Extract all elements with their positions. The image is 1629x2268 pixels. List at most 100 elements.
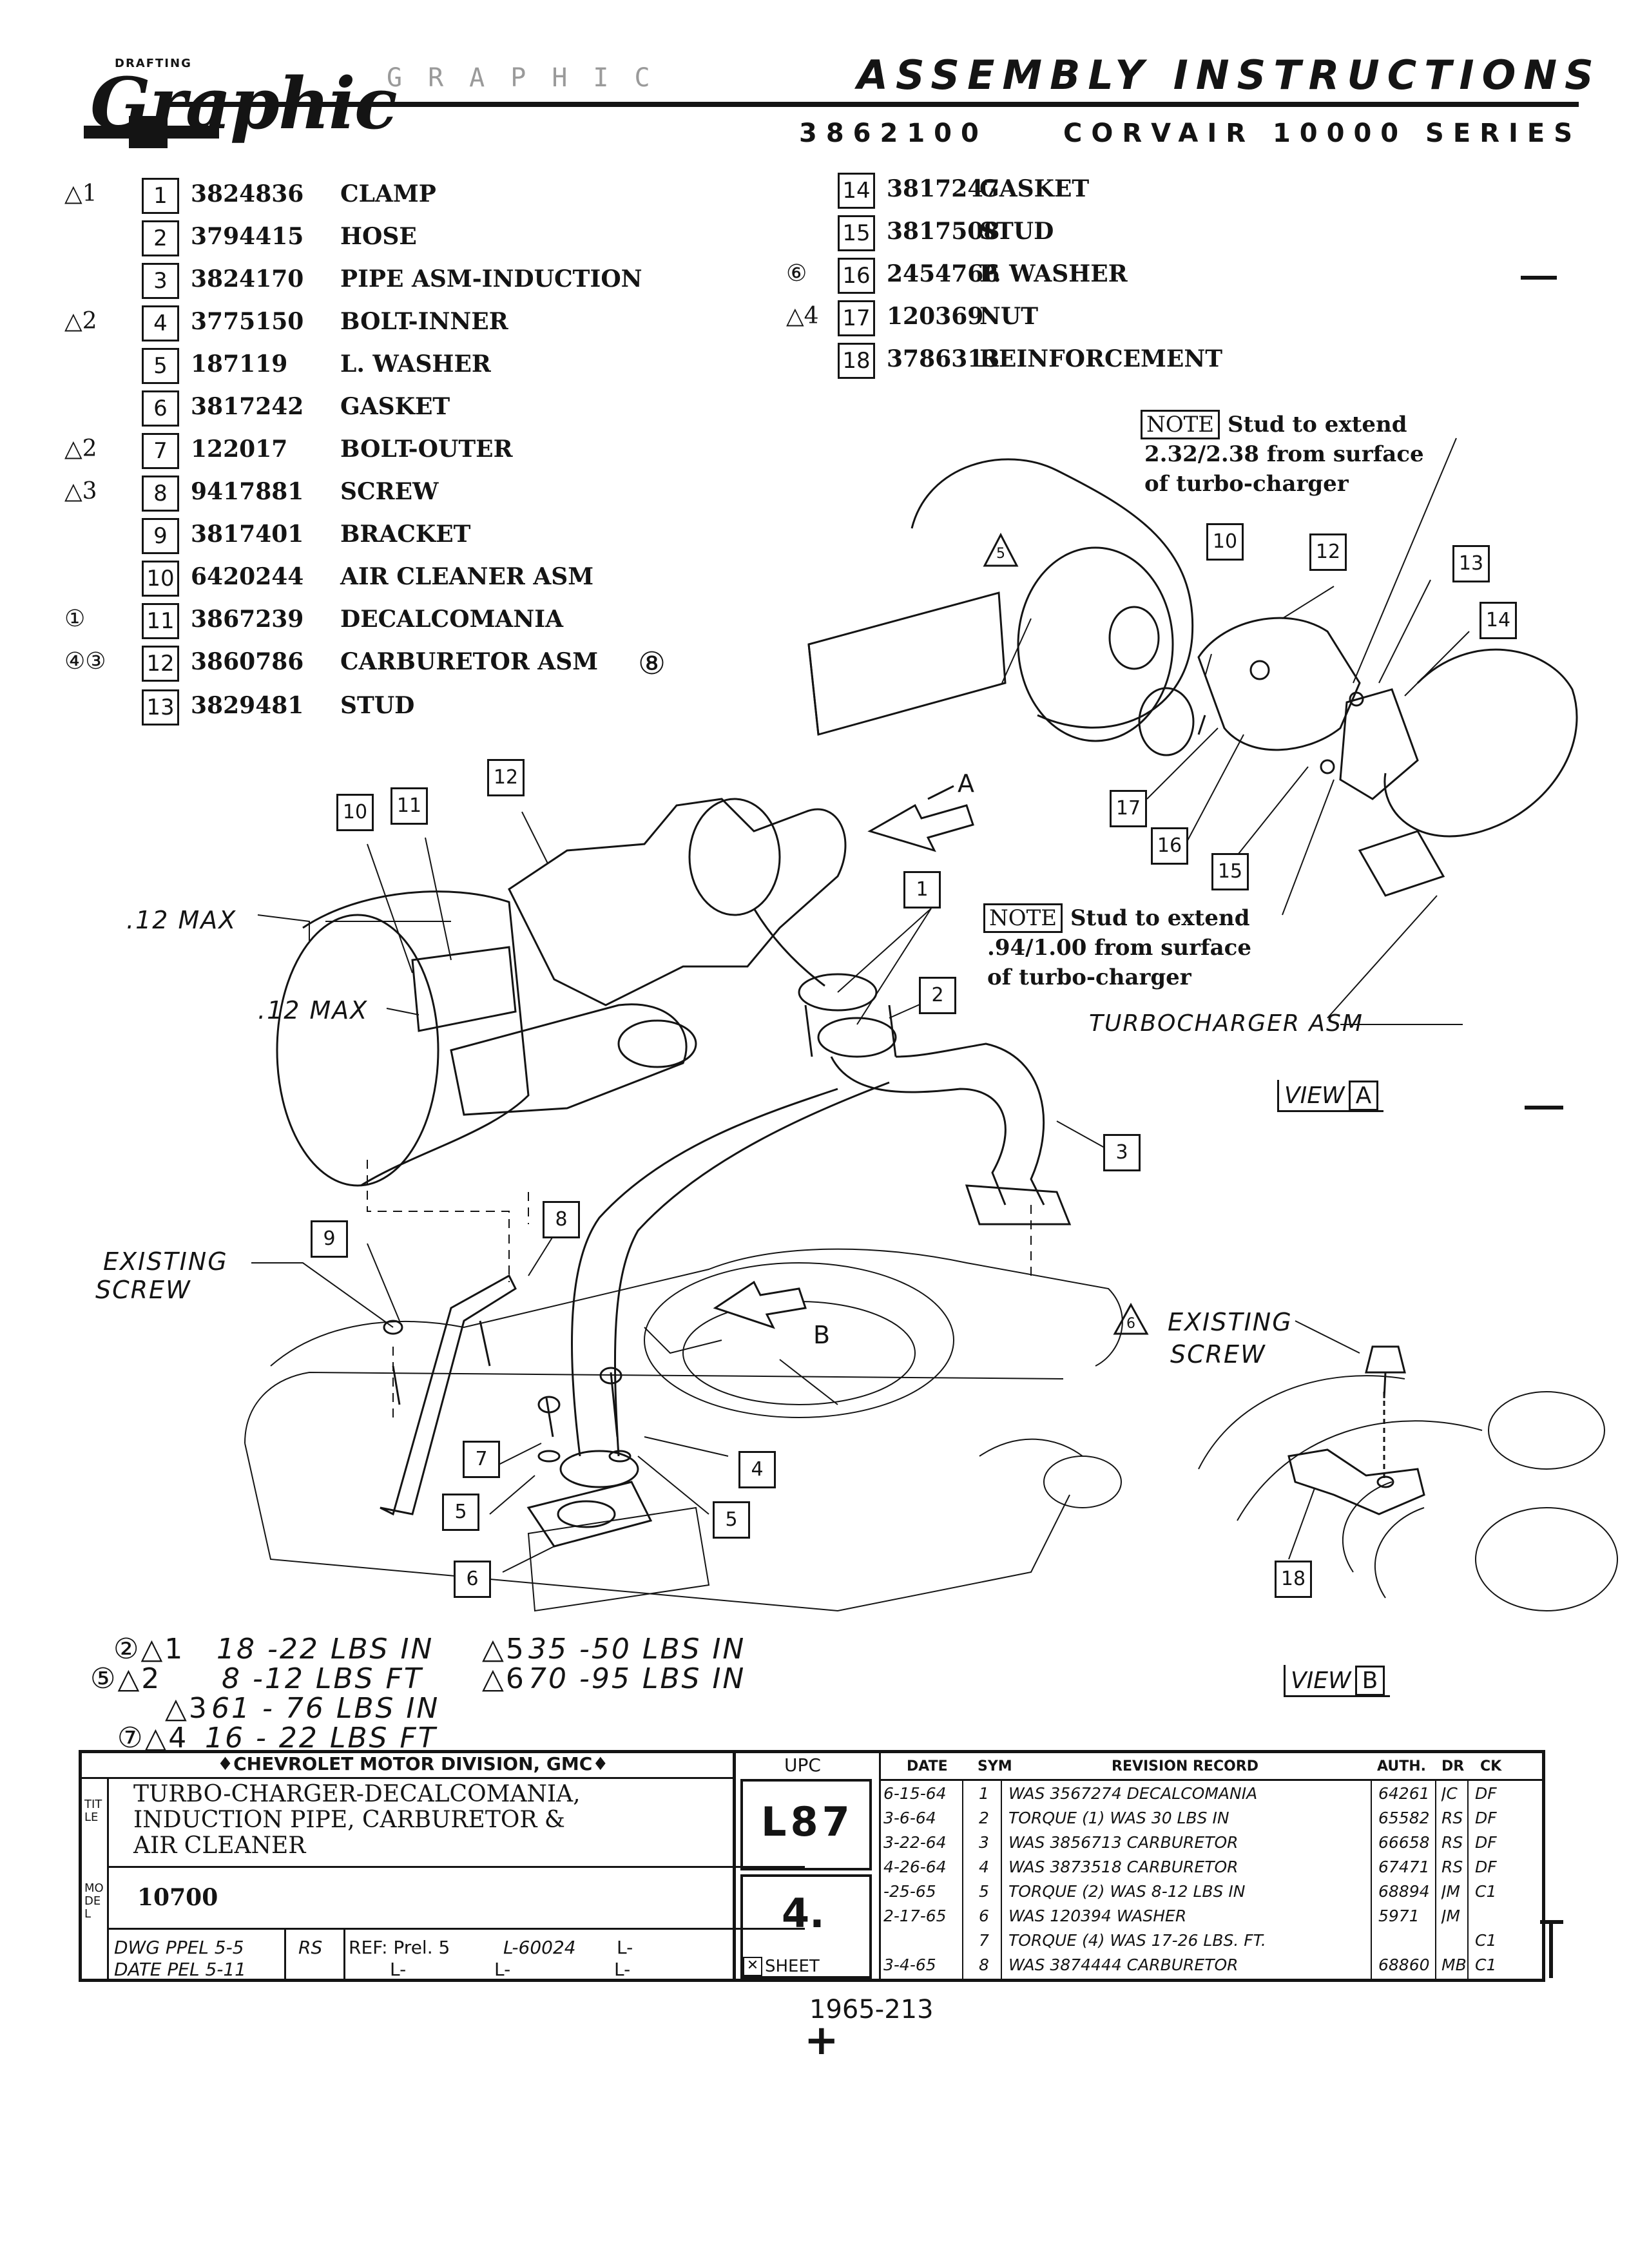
ref-l3: L-	[390, 1959, 407, 1980]
induction-pipe	[559, 1043, 1072, 1488]
rev-auth: 66658	[1378, 1833, 1430, 1852]
title-line1: TURBO-CHARGER-DECALCOMANIA,	[133, 1781, 581, 1807]
note-label: NOTE	[983, 903, 1063, 933]
callout-13-upper: 13	[1452, 545, 1490, 582]
row-num: 18	[838, 343, 875, 379]
carburetor-turbo-center	[508, 798, 897, 1058]
rev-dr: JC	[1441, 1784, 1458, 1803]
row-num: 3	[142, 263, 179, 299]
callout-3-main: 3	[1103, 1134, 1141, 1171]
ref-l5: L-	[614, 1959, 631, 1980]
existing-screw-right-2: SCREW	[1170, 1340, 1266, 1369]
note-label: NOTE	[1141, 410, 1220, 439]
rev-dr: JM	[1441, 1882, 1460, 1901]
bracket-and-screws	[380, 1274, 653, 1548]
rev-sym: 1	[979, 1784, 989, 1803]
rev-auth: 68894	[1378, 1882, 1430, 1901]
row-num: 5	[142, 348, 179, 384]
callout-5-left: 5	[442, 1494, 479, 1531]
upper-turbo-parts	[1138, 617, 1578, 897]
row-part-number: 2454766	[887, 260, 1000, 287]
row-part-number: 3817401	[191, 521, 304, 548]
row-part-number: 3824170	[191, 265, 304, 293]
title-row	[109, 1779, 805, 1868]
rev-record: TORQUE (1) WAS 30 LBS IN	[1008, 1809, 1229, 1827]
row-description: GASKET	[979, 175, 1090, 202]
callout-14-upper: 14	[1480, 602, 1517, 639]
triangle-6-label: 6	[1126, 1316, 1135, 1332]
row-part-number: 3824836	[191, 180, 304, 207]
date-label: DATE PEL 5-11	[114, 1959, 246, 1980]
row-num: 8	[142, 476, 179, 512]
row-num: 14	[838, 173, 875, 209]
row-part-number: 3794415	[191, 223, 304, 250]
arrow-b-label: B	[813, 1321, 832, 1349]
row-description: STUD	[979, 218, 1054, 245]
drawing-number: 3862100	[799, 119, 988, 148]
row-description: P. WASHER	[979, 260, 1128, 287]
leader-lines	[251, 437, 1470, 1573]
row-part-number: 9417881	[191, 478, 304, 505]
rev-sym: 5	[979, 1882, 989, 1901]
title-line3: AIR CLEANER	[133, 1832, 306, 1859]
dwg-divider	[284, 1930, 286, 1981]
sheet-checkbox: ✕	[743, 1957, 762, 1976]
view-a-word: VIEW	[1284, 1082, 1345, 1109]
torque-value-4: 16 - 22 LBS FT	[205, 1722, 438, 1754]
note-lower-line1: Stud to extend	[1070, 905, 1250, 931]
rev-ck: DF	[1475, 1809, 1497, 1827]
rev-ck: DF	[1475, 1784, 1497, 1803]
torque-mark-6: △6	[482, 1662, 526, 1695]
rev-col-divider	[1001, 1781, 1002, 1982]
title-block-right-tick-bar	[1540, 1920, 1563, 1924]
row-mark: △2	[64, 308, 97, 334]
row-description: NUT	[979, 303, 1039, 330]
turbocharger-asm-label: TURBOCHARGER ASM	[1089, 1010, 1364, 1037]
torque-mark-2: ⑤△2	[90, 1662, 162, 1695]
row-mark: △4	[786, 303, 819, 329]
rev-ck: C1	[1475, 1931, 1497, 1950]
row-description: AIR CLEANER ASM	[340, 563, 594, 590]
row-num: 7	[142, 433, 179, 469]
row-num: 6	[142, 390, 179, 427]
callout-1-main: 1	[903, 871, 941, 908]
rev-dr: RS	[1441, 1809, 1463, 1827]
sheet-number: 4.	[782, 1890, 825, 1937]
view-b-letter: B	[1354, 1666, 1385, 1696]
row-description: CARBURETOR ASM	[340, 648, 599, 675]
rev-auth: 5971	[1378, 1907, 1420, 1925]
upc-code: L87	[761, 1798, 854, 1845]
triangle-6-icon	[1113, 1302, 1149, 1335]
rev-record: TORQUE (4) WAS 17-26 LBS. FT.	[1008, 1931, 1266, 1950]
rev-date: 3-22-64	[883, 1833, 947, 1852]
row-part-number: 3829481	[191, 692, 304, 719]
row-mark: △2	[64, 436, 97, 462]
torque-value-5: 35 -50 LBS IN	[528, 1633, 746, 1666]
view-arrows	[713, 785, 974, 1329]
row-num: 9	[142, 518, 179, 554]
upc-box	[740, 1779, 872, 1870]
logo-bar-icon	[84, 116, 219, 148]
callout-12-main: 12	[487, 759, 525, 796]
rev-record: WAS 3874444 CARBURETOR	[1008, 1956, 1239, 1974]
rev-record: WAS 3856713 CARBURETOR	[1008, 1833, 1239, 1852]
callout-11-main: 11	[390, 787, 428, 825]
rev-date: -25-65	[883, 1882, 936, 1901]
row-part-number: 122017	[191, 436, 288, 463]
document-title: ASSEMBLY INSTRUCTIONS	[857, 52, 1601, 99]
rev-sym: 7	[979, 1931, 989, 1950]
row-part-number: 3860786	[191, 648, 304, 675]
rev-header-sym: SYM	[978, 1758, 1012, 1774]
row-num: 1	[142, 178, 179, 214]
row-part-number: 187119	[191, 351, 288, 378]
rev-header-ck: CK	[1480, 1758, 1502, 1774]
assembly-drawing	[244, 437, 1618, 1612]
callout-12-upper: 12	[1309, 533, 1347, 571]
row-mark: △3	[64, 478, 97, 505]
model-number: 10700	[137, 1884, 218, 1911]
ref-label: REF: Prel. 5	[349, 1937, 450, 1958]
row-description: REINFORCEMENT	[979, 345, 1223, 372]
margin-dash-middle	[1525, 1106, 1563, 1110]
torque-value-1: 18 -22 LBS IN	[217, 1633, 434, 1666]
